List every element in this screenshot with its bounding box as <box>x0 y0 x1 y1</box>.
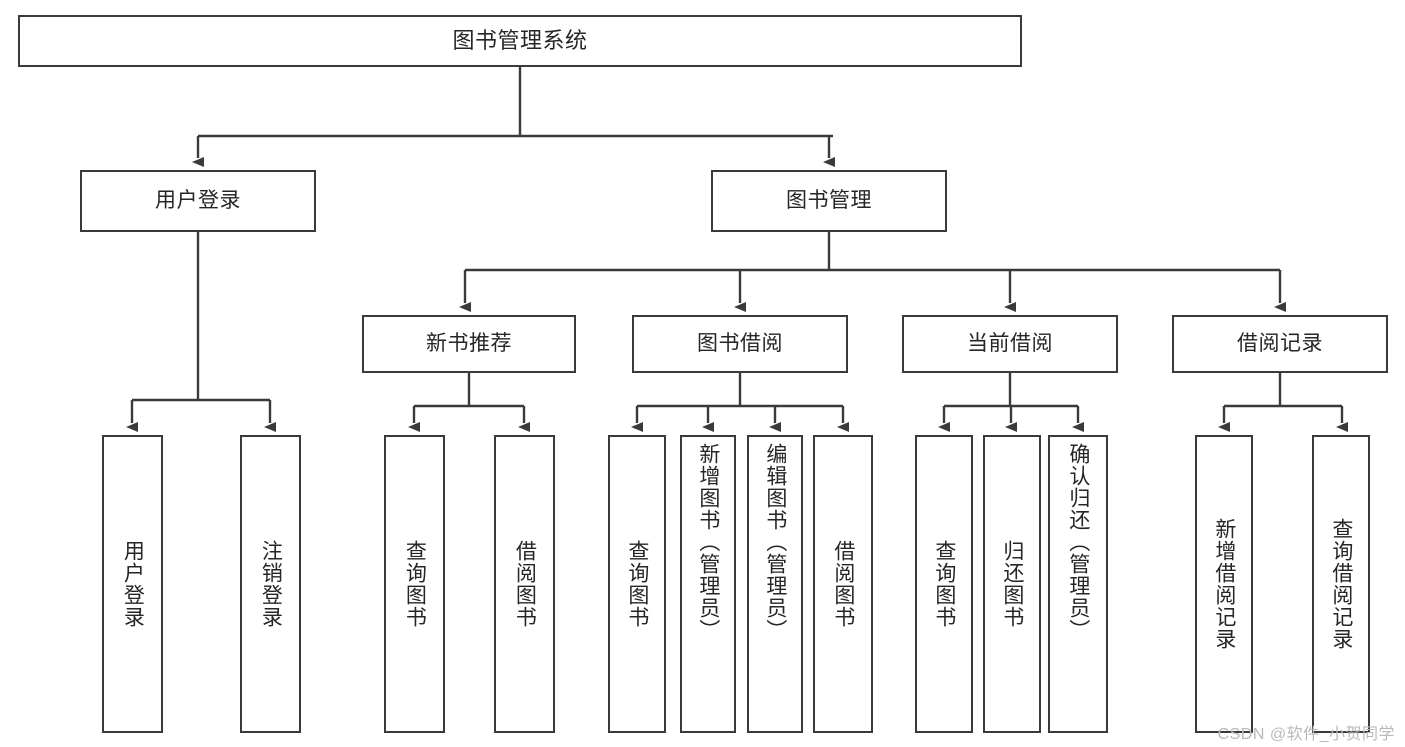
node-book-management[interactable]: 图书管理 <box>711 170 947 232</box>
node-label: 图书借阅 <box>697 332 783 356</box>
node-new-book-recommend[interactable]: 新书推荐 <box>362 315 576 373</box>
leaf-user-login-logout[interactable]: 注销登录 <box>240 435 301 733</box>
leaf-label: 借阅图书 <box>513 540 537 628</box>
leaf-record-add-record[interactable]: 新增借阅记录 <box>1195 435 1253 733</box>
leaf-borrow-add-book-admin[interactable]: 新增图书（管理员） <box>680 435 736 733</box>
leaf-recommend-query-book[interactable]: 查询图书 <box>384 435 445 733</box>
leaf-label: 注销登录 <box>259 540 283 628</box>
leaf-label: 新增借阅记录 <box>1212 518 1236 650</box>
leaf-recommend-borrow-book[interactable]: 借阅图书 <box>494 435 555 733</box>
leaf-label: 新增图书（管理员） <box>696 443 720 641</box>
node-label: 借阅记录 <box>1237 332 1323 356</box>
node-borrow-record[interactable]: 借阅记录 <box>1172 315 1388 373</box>
leaf-label: 查询图书 <box>403 540 427 628</box>
node-book-borrow[interactable]: 图书借阅 <box>632 315 848 373</box>
leaf-label: 用户登录 <box>121 540 145 628</box>
leaf-record-query-record[interactable]: 查询借阅记录 <box>1312 435 1370 733</box>
leaf-label: 查询图书 <box>625 540 649 628</box>
leaf-current-confirm-return-admin[interactable]: 确认归还（管理员） <box>1048 435 1108 733</box>
node-label: 新书推荐 <box>426 332 512 356</box>
leaf-label: 编辑图书（管理员） <box>763 443 787 641</box>
node-root-system[interactable]: 图书管理系统 <box>18 15 1022 67</box>
leaf-label: 查询图书 <box>932 540 956 628</box>
watermark-text: CSDN @软件_小贺同学 <box>1217 726 1395 743</box>
leaf-current-return-book[interactable]: 归还图书 <box>983 435 1041 733</box>
leaf-label: 借阅图书 <box>831 540 855 628</box>
leaf-user-login-login[interactable]: 用户登录 <box>102 435 163 733</box>
node-label: 当前借阅 <box>967 332 1053 356</box>
leaf-current-query-book[interactable]: 查询图书 <box>915 435 973 733</box>
leaf-label: 归还图书 <box>1000 540 1024 628</box>
leaf-label: 查询借阅记录 <box>1329 518 1353 650</box>
node-current-borrow[interactable]: 当前借阅 <box>902 315 1118 373</box>
leaf-label: 确认归还（管理员） <box>1066 443 1090 641</box>
leaf-borrow-borrow-book[interactable]: 借阅图书 <box>813 435 873 733</box>
node-user-login[interactable]: 用户登录 <box>80 170 316 232</box>
node-label: 图书管理 <box>786 189 872 213</box>
leaf-borrow-edit-book-admin[interactable]: 编辑图书（管理员） <box>747 435 803 733</box>
leaf-borrow-query-book[interactable]: 查询图书 <box>608 435 666 733</box>
node-label: 图书管理系统 <box>452 27 588 53</box>
node-label: 用户登录 <box>155 189 241 213</box>
